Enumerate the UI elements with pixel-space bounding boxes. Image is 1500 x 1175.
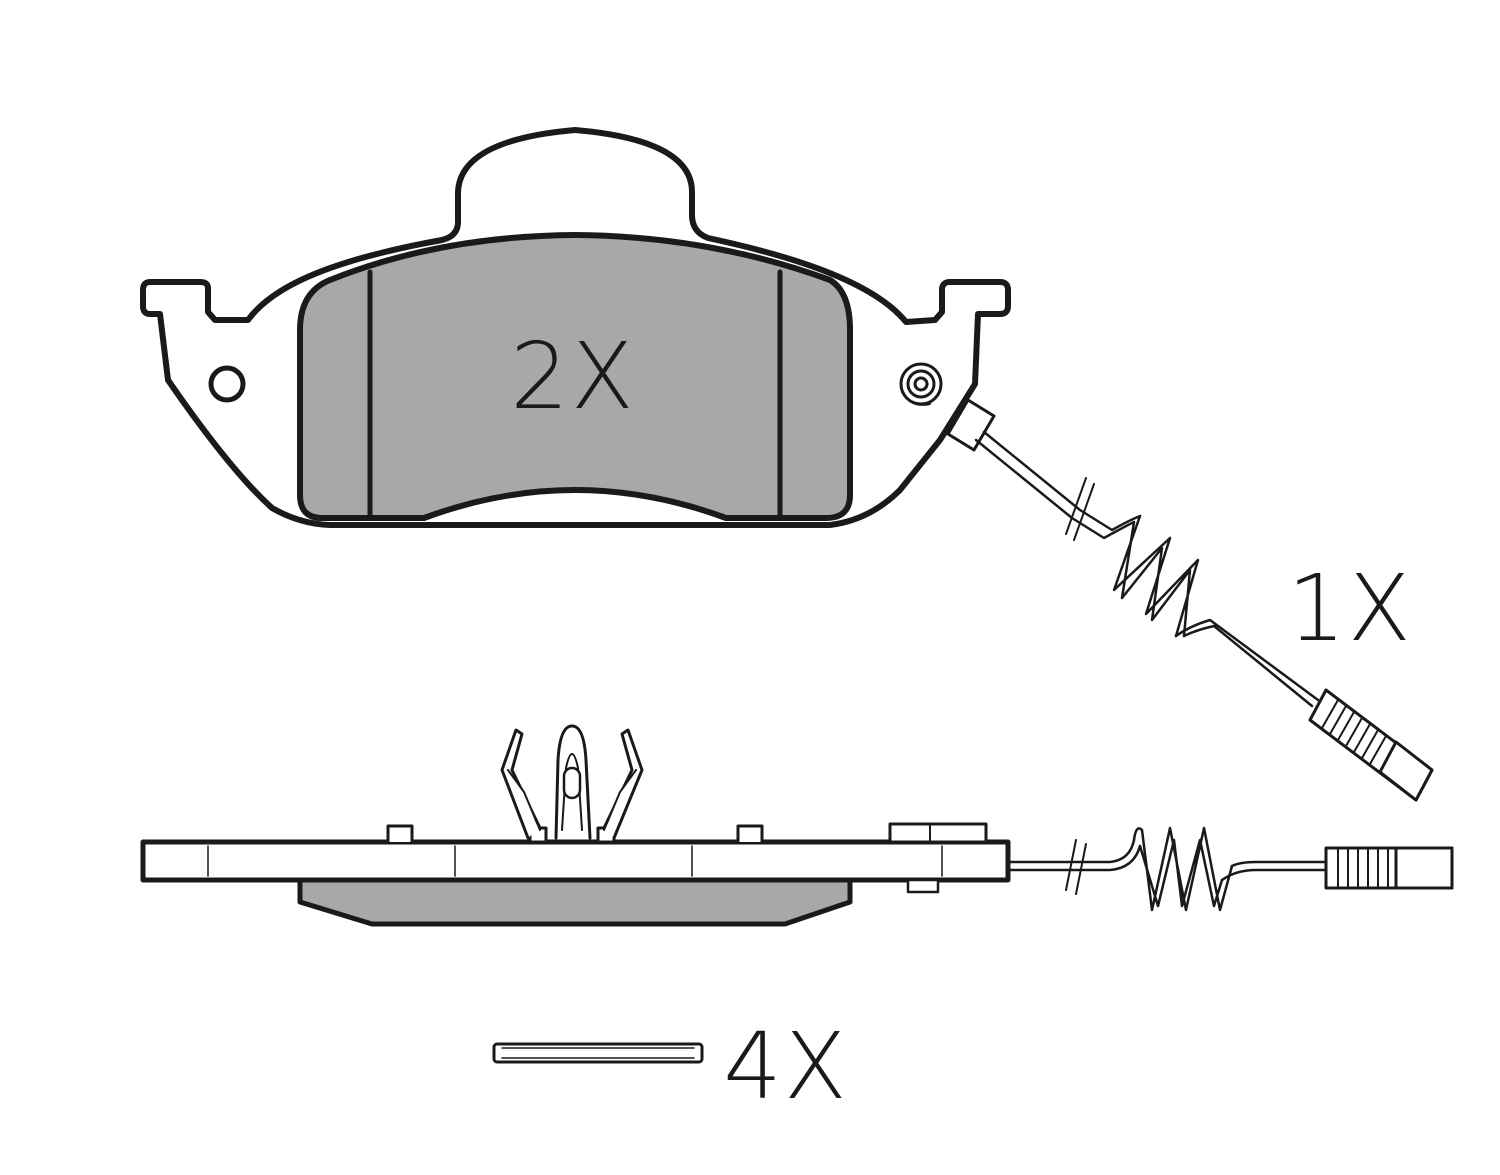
side-cable	[1008, 838, 1142, 872]
clip-quantity-label: 4X	[723, 1013, 849, 1120]
plate-tab-right	[736, 824, 764, 844]
pad-quantity-label: 2X	[510, 323, 636, 430]
sensor-stub-side	[906, 878, 940, 894]
friction-layer-side	[297, 877, 853, 927]
retaining-clip-strip	[492, 1042, 704, 1064]
sensor-cable-upper	[982, 430, 1142, 532]
brake-pad-side-view	[140, 724, 1011, 927]
brake-pad-front-view: 2X	[140, 127, 1011, 528]
wear-sensor-top	[946, 398, 1434, 802]
sensor-coil	[1112, 514, 1200, 638]
side-cable-break-2	[1075, 843, 1087, 895]
friction-material	[297, 232, 853, 521]
cable-break-mark	[1065, 477, 1087, 535]
plate-tab-left	[386, 824, 414, 844]
backing-plate-side	[140, 839, 1011, 883]
sensor-connector-top	[1308, 688, 1434, 802]
side-coil	[1132, 826, 1234, 912]
cable-break-mark-2	[1073, 483, 1095, 541]
sensor-cable-lower	[974, 438, 1136, 540]
sensor-block-side	[888, 822, 988, 844]
wear-sensor-side	[1008, 826, 1454, 912]
sensor-socket	[899, 362, 943, 406]
sensor-housing	[946, 398, 996, 452]
mounting-hole	[208, 365, 246, 403]
anti-rattle-spring-clip	[500, 724, 644, 844]
sensor-cable-tail	[1174, 618, 1320, 708]
side-cable-tail	[1220, 860, 1328, 882]
sensor-quantity-label: 1X	[1287, 555, 1413, 662]
sensor-connector-side	[1324, 846, 1454, 890]
side-cable-break-1	[1065, 839, 1077, 891]
